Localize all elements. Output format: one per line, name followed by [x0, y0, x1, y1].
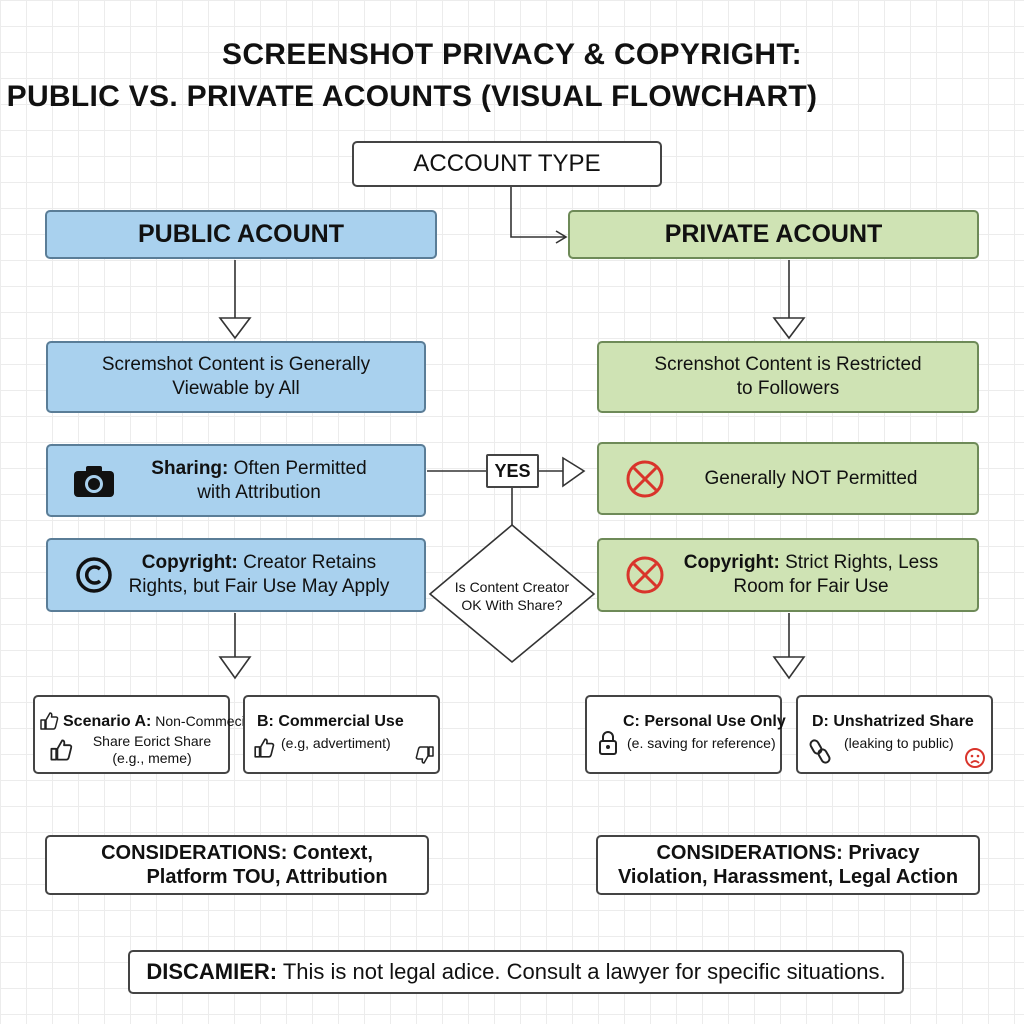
public-copyright-bold: Copyright: [141, 552, 238, 573]
private-content-node: Screnshot Content is Restricted to Follo… [597, 341, 979, 413]
lock-icon [597, 729, 619, 762]
private-copyright-rest: Strict Rights, Less [779, 552, 939, 573]
private-account-label: PRIVATE ACOUNT [664, 220, 883, 248]
public-considerations-line2: Platform TOU, Attribution [146, 866, 388, 888]
scenario-a-rest: Non-Commecial [151, 713, 256, 729]
scenario-c-line2: (e. saving for reference) [627, 735, 776, 751]
private-content-line2: to Followers [736, 378, 840, 399]
page-title-line1: SCREENSHOT PRIVACY & COPYRIGHT: [222, 38, 802, 71]
scenario-a-line2: Share Eorict Share [92, 733, 212, 749]
yes-label-node: YES [486, 454, 539, 488]
thumbs-up-icon [39, 711, 59, 736]
private-sharing-label: Generally NOT Permitted [704, 467, 918, 489]
thumbs-down-icon [415, 745, 435, 770]
scenario-a-bold: Scenario A: [63, 713, 152, 730]
public-account-label: PUBLIC ACOUNT [137, 220, 344, 248]
public-copyright-rest: Creator Retains [237, 552, 377, 573]
private-copyright-node: Copyright: Strict Rights, Less Room for … [597, 538, 979, 612]
public-considerations-bold: CONSIDERATIONS: [101, 842, 288, 864]
private-sharing-node: Generally NOT Permitted [597, 442, 979, 515]
scenario-d-node: D: Unshatrized Share (leaking to public) [796, 695, 993, 774]
decision-question-line2: OK With Share? [461, 597, 563, 613]
private-account-header: PRIVATE ACOUNT [568, 210, 979, 259]
decision-diamond [428, 523, 596, 664]
public-content-line2: Viewable by All [172, 378, 300, 399]
private-content-line1: Screnshot Content is Restricted [654, 354, 922, 375]
public-considerations-rest: Context, [287, 842, 373, 864]
account-type-label: ACCOUNT TYPE [413, 150, 601, 177]
private-copyright-bold: Copyright: [683, 552, 780, 573]
public-sharing-bold: Sharing: [151, 457, 229, 479]
public-content-node: Scremshot Content is Generally Viewable … [46, 341, 426, 413]
cross-circle-icon [623, 553, 667, 597]
public-sharing-rest: Often Permitted [228, 457, 367, 479]
disclaimer-text: This is not legal adice. Consult a lawye… [277, 959, 886, 984]
sad-face-icon [964, 747, 986, 774]
private-considerations-line2: Violation, Harassment, Legal Action [617, 866, 959, 888]
scenario-d-line2: (leaking to public) [844, 735, 954, 751]
disclaimer-bold: DISCAMIER: [146, 959, 278, 984]
public-account-header: PUBLIC ACOUNT [45, 210, 437, 259]
scenario-b-line2: (e.g, advertiment) [281, 735, 391, 751]
public-content-line1: Scremshot Content is Generally [101, 354, 371, 375]
link-icon [808, 737, 834, 772]
page-title-line2: PUBLIC VS. PRIVATE ACOUNTS (VISUAL FLOWC… [6, 80, 818, 113]
public-sharing-node: Sharing: Often Permitted with Attributio… [46, 444, 426, 517]
scenario-a-node: Scenario A: Non-Commecial Share Eorict S… [33, 695, 256, 774]
disclaimer-box: DISCAMIER: This is not legal adice. Cons… [128, 950, 904, 994]
private-copyright-line2: Room for Fair Use [733, 576, 889, 597]
private-considerations-bold: CONSIDERATIONS: [656, 842, 843, 864]
cross-circle-icon [623, 457, 667, 501]
thumbs-up-icon [253, 737, 275, 764]
copyright-icon [72, 553, 116, 597]
decision-question: Is Content Creator OK With Share? [432, 578, 592, 614]
private-considerations-rest: Privacy [842, 842, 920, 864]
scenario-a-line3: (e.g., meme) [112, 750, 192, 766]
yes-label: YES [494, 460, 531, 481]
scenario-d-bold: D: Unshatrized Share [812, 713, 974, 730]
scenario-c-bold: C: Personal Use Only [623, 713, 786, 730]
account-type-node: ACCOUNT TYPE [352, 141, 662, 187]
camera-icon [72, 459, 116, 503]
thumbs-up-icon [49, 738, 73, 767]
scenario-c-node: C: Personal Use Only (e. saving for refe… [585, 695, 786, 774]
public-copyright-node: Copyright: Creator Retains Rights, but F… [46, 538, 426, 612]
decision-question-line1: Is Content Creator [454, 579, 570, 595]
private-considerations-node: CONSIDERATIONS: Privacy Violation, Haras… [596, 835, 980, 895]
scenario-b-node: B: Commercial Use (e.g, advertiment) [243, 695, 440, 774]
scenario-b-bold: B: Commercial Use [257, 713, 404, 730]
public-sharing-line2: with Attribution [197, 481, 321, 503]
public-considerations-node: CONSIDERATIONS: Context, Platform TOU, A… [45, 835, 429, 895]
public-copyright-line2: Rights, but Fair Use May Apply [128, 576, 390, 597]
